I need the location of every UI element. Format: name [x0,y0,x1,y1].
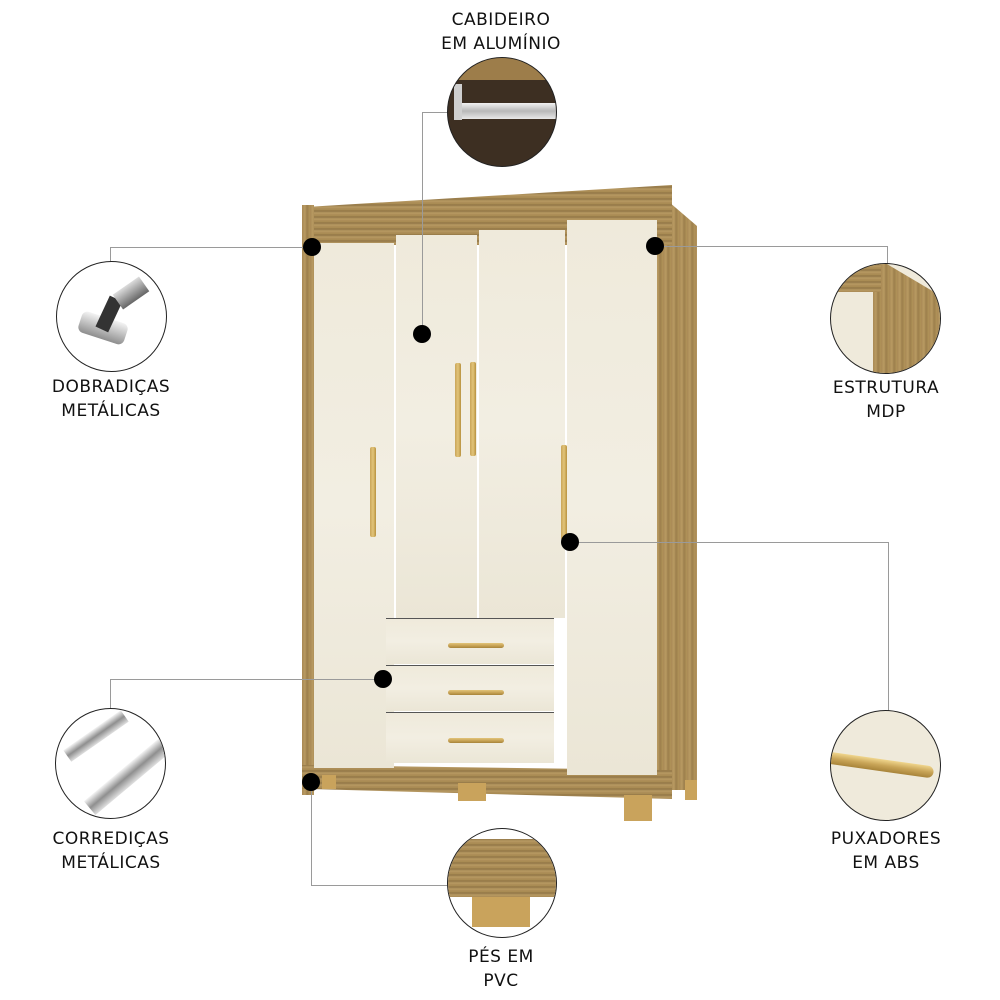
door-right[interactable] [567,220,657,775]
door-handle [561,445,567,540]
drawer-1[interactable] [386,618,554,664]
pvc-foot-icon [472,897,530,927]
door-handle [455,363,461,457]
plinth-wood [448,839,556,897]
rod-bracket [454,84,462,120]
foot [458,783,486,801]
callout-line-pes [311,782,312,885]
door-left[interactable] [314,243,394,768]
mdp-top-edge [831,264,881,292]
detail-circle-corredicas [55,708,166,819]
feature-label-corredicas: Corrediças Metálicas [52,829,170,873]
door-handle [470,362,476,456]
callout-line-pes [311,885,447,886]
detail-circle-cabideiro [447,57,557,167]
door-center-left[interactable] [396,235,477,619]
drawer-3[interactable] [386,712,554,763]
callout-dot-estrutura [646,237,664,255]
callout-dot-pes [302,773,320,791]
callout-line-corredicas [110,679,383,680]
drawer-handle [448,643,504,648]
detail-circle-estrutura [830,263,941,374]
callout-dot-puxadores [561,533,579,551]
detail-circle-pes [447,828,557,938]
drawer-slide-rail [83,736,165,816]
feature-label-dobradicas: Dobradiças Metálicas [51,377,171,421]
detail-circle-dobradicas [56,261,167,372]
feature-label-cabideiro: Cabideiro em Alumínio [441,10,561,54]
feature-label-pes: Pés em PVC [468,947,534,991]
callout-line-estrutura [887,246,888,264]
drawer-2[interactable] [386,665,554,711]
callout-line-puxadores [570,542,888,543]
door-center-right[interactable] [479,230,565,618]
feature-label-puxadores: Puxadores em ABS [830,829,942,873]
callout-line-corredicas [110,679,111,709]
wardrobe-product-image [300,185,700,825]
callout-line-puxadores [888,542,889,712]
feature-label-estrutura: Estrutura MDP [832,378,940,422]
detail-circle-puxadores [830,710,941,821]
wardrobe-left-frame [302,205,314,795]
wardrobe-side-panel [655,190,697,790]
callout-dot-corredicas [374,670,392,688]
aluminum-rod-icon [458,103,556,119]
door-handle [370,447,376,537]
foot [624,795,652,821]
drawer-handle [448,690,504,695]
wood-top-strip [448,58,556,80]
foot [322,775,336,789]
drawer-handle [448,738,504,743]
abs-handle-icon [831,751,935,779]
callout-line-cabideiro [422,112,450,113]
callout-dot-dobradicas [303,238,321,256]
callout-line-dobradicas [110,247,312,248]
callout-line-cabideiro [422,112,423,334]
callout-dot-cabideiro [413,325,431,343]
foot [685,780,697,800]
drawer-slide-icon [63,710,129,762]
callout-line-estrutura [655,246,887,247]
callout-line-dobradicas [110,247,111,262]
mdp-panel-icon [873,264,940,373]
